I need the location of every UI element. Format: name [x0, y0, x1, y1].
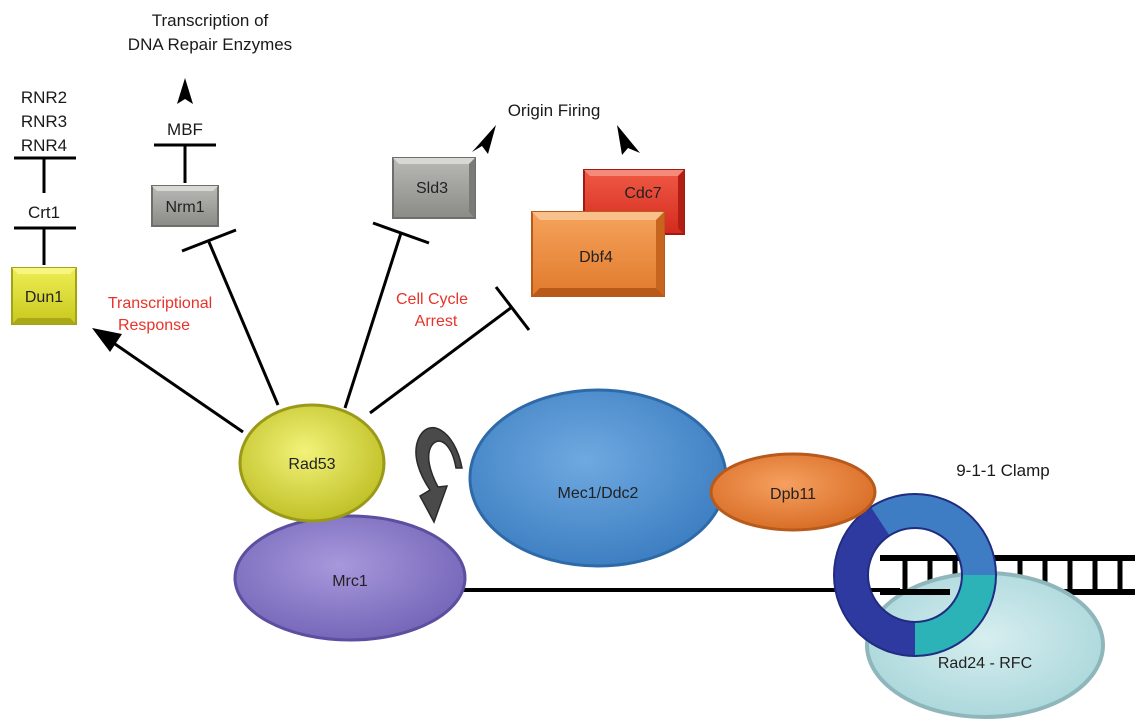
nrm1-label: Nrm1 — [165, 199, 204, 216]
transcription-label-2: DNA Repair Enzymes — [128, 35, 292, 54]
transcriptional-label-1: Transcriptional — [108, 295, 212, 312]
clamp-ring — [833, 493, 997, 657]
clamp-label: 9-1-1 Clamp — [956, 461, 1050, 480]
mec1-ddc2-node: Mec1/Ddc2 — [468, 388, 728, 568]
sld3-node: Sld3 — [392, 157, 476, 219]
crt1-label: Crt1 — [28, 203, 60, 222]
rnr4-label: RNR4 — [21, 136, 67, 155]
dna-through-clamp — [880, 555, 950, 595]
sld3-label: Sld3 — [416, 180, 448, 197]
rnr3-label: RNR3 — [21, 112, 67, 131]
rad53-inhibits-dbf4 — [369, 286, 531, 415]
mrc1-label: Mrc1 — [332, 573, 368, 590]
cell-cycle-label-1: Cell Cycle — [396, 291, 468, 308]
transcriptional-label-2: Response — [118, 317, 190, 334]
dun1-crt1-rnr-inhibition — [14, 156, 76, 265]
cdc7-origin-arrow — [617, 125, 640, 155]
rad24-label: Rad24 - RFC — [938, 655, 1032, 672]
transcription-label-1: Transcription of — [152, 11, 269, 30]
mbf-up-arrow — [177, 78, 193, 104]
rad53-to-dun1-arrow — [92, 328, 244, 434]
mec1-to-mrc1-arrow — [415, 427, 463, 524]
rad53-label: Rad53 — [288, 456, 335, 473]
nrm1-node: Nrm1 — [151, 185, 219, 227]
rad53-inhibits-sld3 — [343, 221, 430, 409]
sld3-origin-arrow — [472, 125, 496, 154]
dpb11-node: Dpb11 — [709, 452, 877, 532]
rad53-node: Rad53 — [238, 403, 386, 523]
rad24-rfc-complex: Rad24 - RFC — [865, 571, 1105, 719]
dbf4-node: Dbf4 — [531, 211, 665, 297]
mbf-label: MBF — [167, 120, 203, 139]
rnr2-label: RNR2 — [21, 88, 67, 107]
dun1-label: Dun1 — [25, 289, 63, 306]
origin-firing-label: Origin Firing — [508, 101, 601, 120]
dun1-node: Dun1 — [11, 267, 77, 325]
rad53-inhibits-nrm1 — [181, 228, 280, 406]
mrc1-node: Mrc1 — [233, 514, 467, 642]
cdc7-label: Cdc7 — [624, 185, 661, 202]
cell-cycle-label-2: Arrest — [415, 313, 458, 330]
nrm1-inhibits-mbf — [154, 143, 216, 183]
dbf4-label: Dbf4 — [579, 249, 613, 266]
dpb11-label: Dpb11 — [770, 486, 816, 503]
mec1-label: Mec1/Ddc2 — [558, 485, 639, 502]
